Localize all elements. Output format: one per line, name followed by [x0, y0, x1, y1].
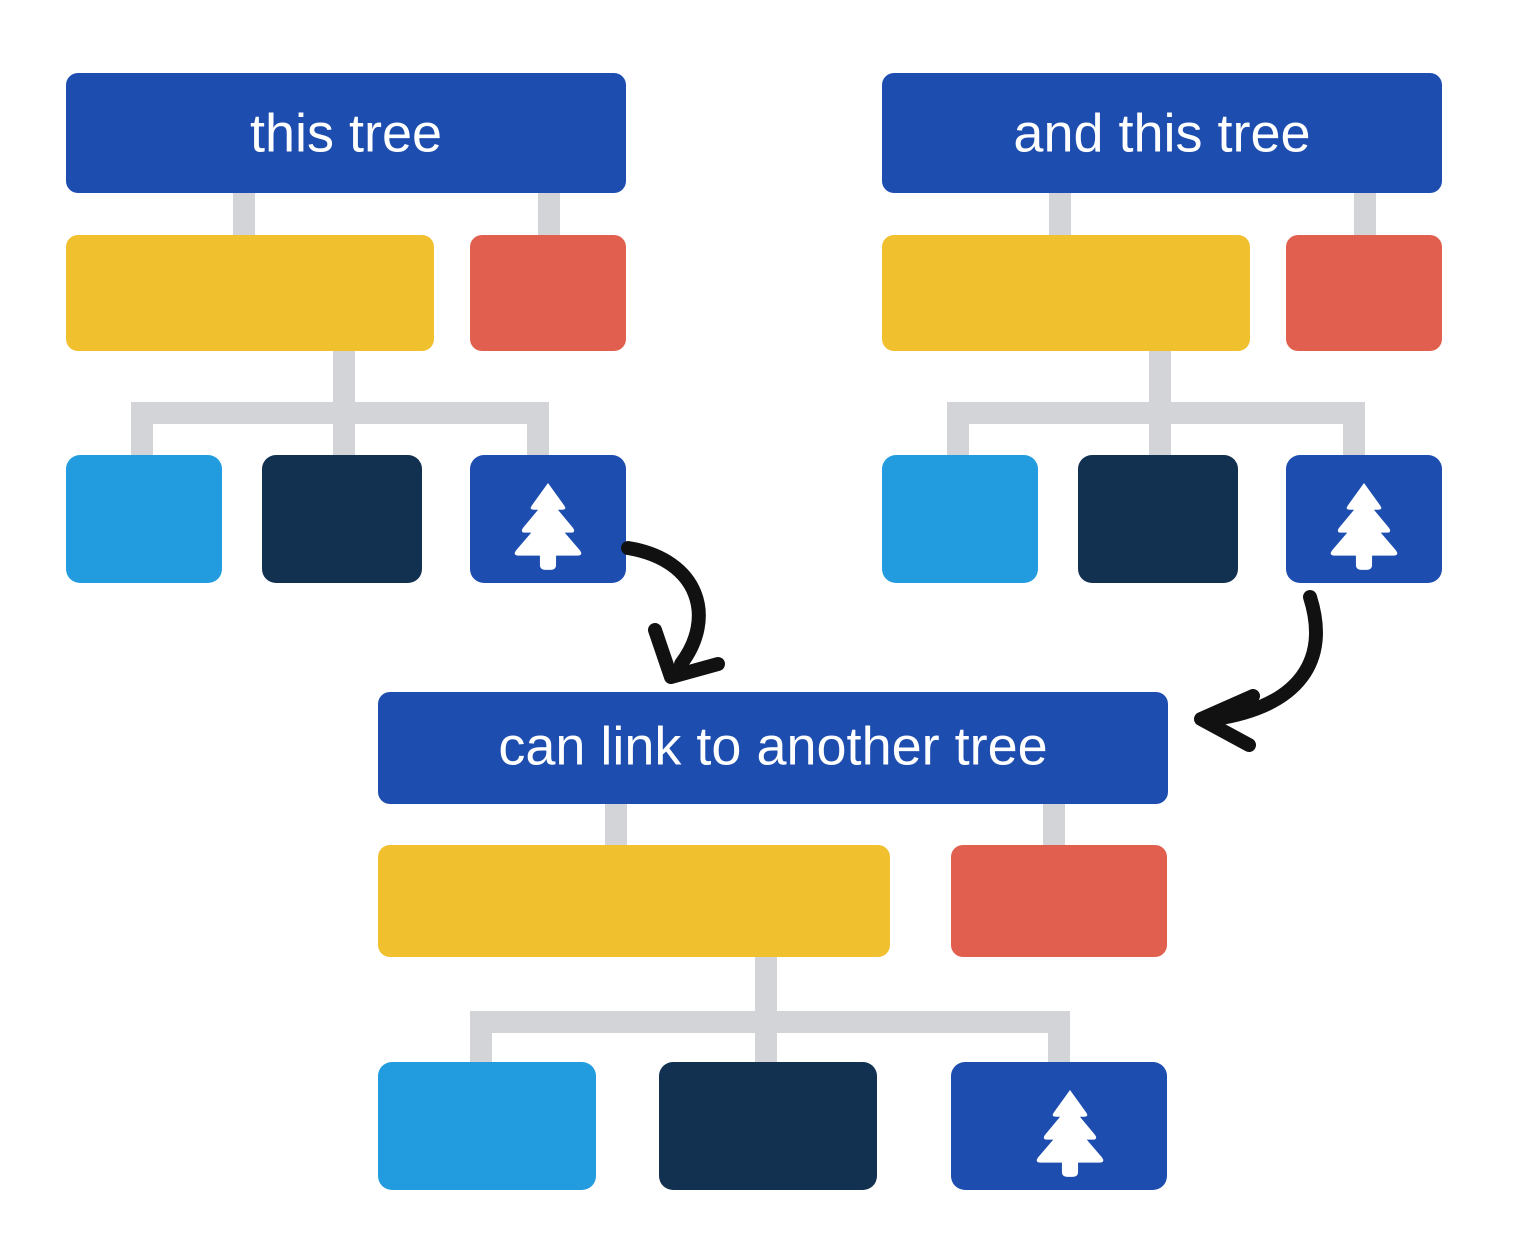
tree-icon	[1330, 483, 1398, 570]
connector-drop-light-blue	[947, 402, 969, 458]
tree-bottom-yellow-node[interactable]	[378, 845, 890, 957]
tree-left-red-node[interactable]	[470, 235, 626, 351]
curved-arrow-left-head	[648, 623, 725, 684]
tree-bottom-root-label: can link to another tree	[498, 716, 1047, 776]
connector-drop-light-blue	[470, 1011, 492, 1067]
tree-bottom-light-blue-node[interactable]	[378, 1062, 596, 1190]
connector-yellow-trunk	[755, 955, 777, 1021]
connector-root-to-red	[1043, 800, 1065, 852]
curved-arrow-left[interactable]	[621, 541, 725, 684]
tree-left: this tree	[66, 73, 626, 583]
tree-right-red-node[interactable]	[1286, 235, 1442, 351]
tree-left-yellow-node[interactable]	[66, 235, 434, 351]
tree-right-navy-node[interactable]	[1078, 455, 1238, 583]
connector-root-to-red	[1354, 190, 1376, 242]
connector-root-to-yellow	[233, 190, 255, 242]
connector-drop-navy	[755, 1011, 777, 1067]
tree-icon	[1036, 1090, 1104, 1177]
tree-left-light-blue-node[interactable]	[66, 455, 222, 583]
tree-right-yellow-node[interactable]	[882, 235, 1250, 351]
curved-arrow-left-shaft	[621, 541, 706, 671]
tree-bottom-navy-node[interactable]	[659, 1062, 877, 1190]
tree-bottom-root-box[interactable]	[378, 692, 1168, 804]
tree-right-root-box[interactable]	[882, 73, 1442, 193]
tree-right-root-label: and this tree	[1013, 103, 1310, 163]
connector-drop-blue-tree	[527, 402, 549, 458]
curved-arrow-right-shaft	[1208, 590, 1323, 726]
connector-drop-navy	[333, 402, 355, 458]
connector-drop-navy	[1149, 402, 1171, 458]
connector-drop-light-blue	[131, 402, 153, 458]
tree-icon	[514, 483, 582, 570]
connector-root-to-yellow	[1049, 190, 1071, 242]
tree-left-root-label: this tree	[250, 103, 442, 163]
connector-yellow-trunk	[1149, 348, 1171, 414]
connector-yellow-trunk	[333, 348, 355, 414]
connector-root-to-yellow	[605, 800, 627, 852]
connector-drop-blue-tree	[1048, 1011, 1070, 1067]
link-arrows	[621, 541, 1323, 752]
tree-left-navy-node[interactable]	[262, 455, 422, 583]
tree-right: and this tree	[882, 73, 1442, 583]
connector-root-to-red	[538, 190, 560, 242]
curved-arrow-right-head	[1194, 689, 1260, 752]
tree-right-light-blue-node[interactable]	[882, 455, 1038, 583]
tree-bottom: can link to another tree	[378, 692, 1168, 1190]
tree-left-root-box[interactable]	[66, 73, 626, 193]
curved-arrow-right[interactable]	[1194, 590, 1323, 752]
connector-drop-blue-tree	[1343, 402, 1365, 458]
tree-bottom-red-node[interactable]	[951, 845, 1167, 957]
